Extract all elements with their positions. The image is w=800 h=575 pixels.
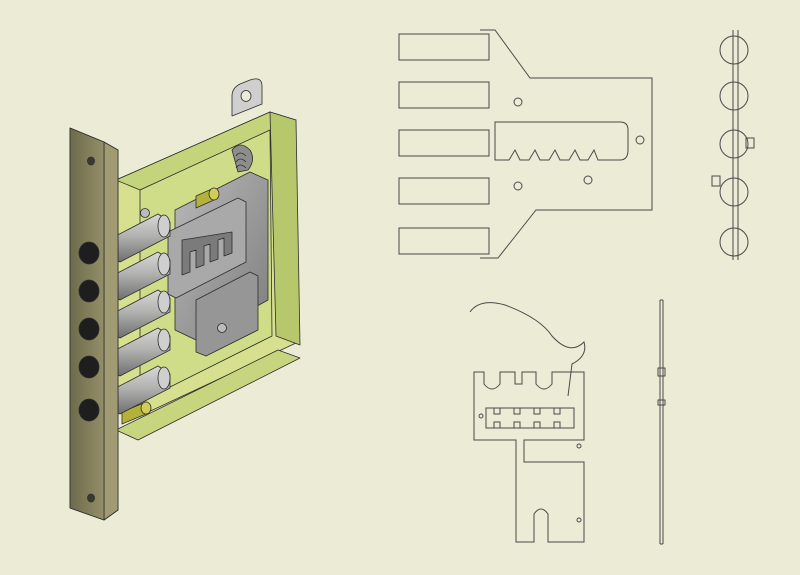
bolt-opening (78, 241, 100, 265)
bolt-circle (719, 177, 749, 207)
lever-hole (576, 443, 582, 449)
lever-front-view (469, 302, 586, 543)
lever-side-view (657, 299, 666, 545)
bolt-circle (719, 35, 749, 65)
plate-hole (513, 97, 523, 107)
plate-outline (480, 29, 653, 259)
faceplate-screw-hole-bottom (87, 493, 95, 503)
bolt-opening (78, 355, 100, 379)
bolt-rectangle (398, 129, 490, 157)
plate-front-view (398, 29, 653, 259)
faceplate-screw-hole-top (87, 156, 95, 166)
guide-pin-bottom (121, 401, 152, 425)
bolt-opening (78, 317, 100, 341)
bolt-cylinder (107, 289, 171, 339)
screw-head-lower (217, 323, 227, 333)
lever-hole (576, 517, 582, 523)
bolt-cylinder (107, 213, 171, 263)
plate-hole (635, 135, 645, 145)
bolt-rectangle (398, 227, 490, 255)
bolt-circle (719, 129, 749, 159)
bolt-opening (78, 279, 100, 303)
bolt-circle (719, 81, 749, 111)
lever-spring-wire (469, 302, 586, 397)
guide-pin-top (195, 187, 220, 209)
plate-hole (513, 181, 523, 191)
side-detail (657, 399, 666, 406)
lever-outline (473, 371, 585, 543)
bolt-opening (78, 398, 100, 422)
bolt-rectangle (398, 81, 490, 109)
plate-hole (583, 175, 593, 185)
side-tab (711, 175, 721, 187)
bolt-rectangle (398, 33, 490, 61)
screw-head-upper (140, 208, 150, 218)
bolt-circle (719, 227, 749, 257)
bolt-rectangle (398, 177, 490, 205)
bolt-cylinder (107, 251, 171, 301)
lever-hole (478, 413, 484, 419)
bolt-cylinder (107, 365, 171, 415)
isometric-lock-assembly (69, 78, 301, 521)
side-tab (745, 137, 755, 149)
plate-side-view (711, 30, 755, 260)
mechanism-lever-stack (167, 144, 269, 357)
case-bottom-rim (115, 349, 301, 441)
side-detail (657, 367, 666, 377)
lever-comb-slot (485, 407, 575, 429)
faceplate (69, 127, 119, 521)
mounting-tab (231, 78, 263, 117)
plate-comb-slot (494, 121, 629, 161)
case-right-wall (269, 111, 301, 346)
